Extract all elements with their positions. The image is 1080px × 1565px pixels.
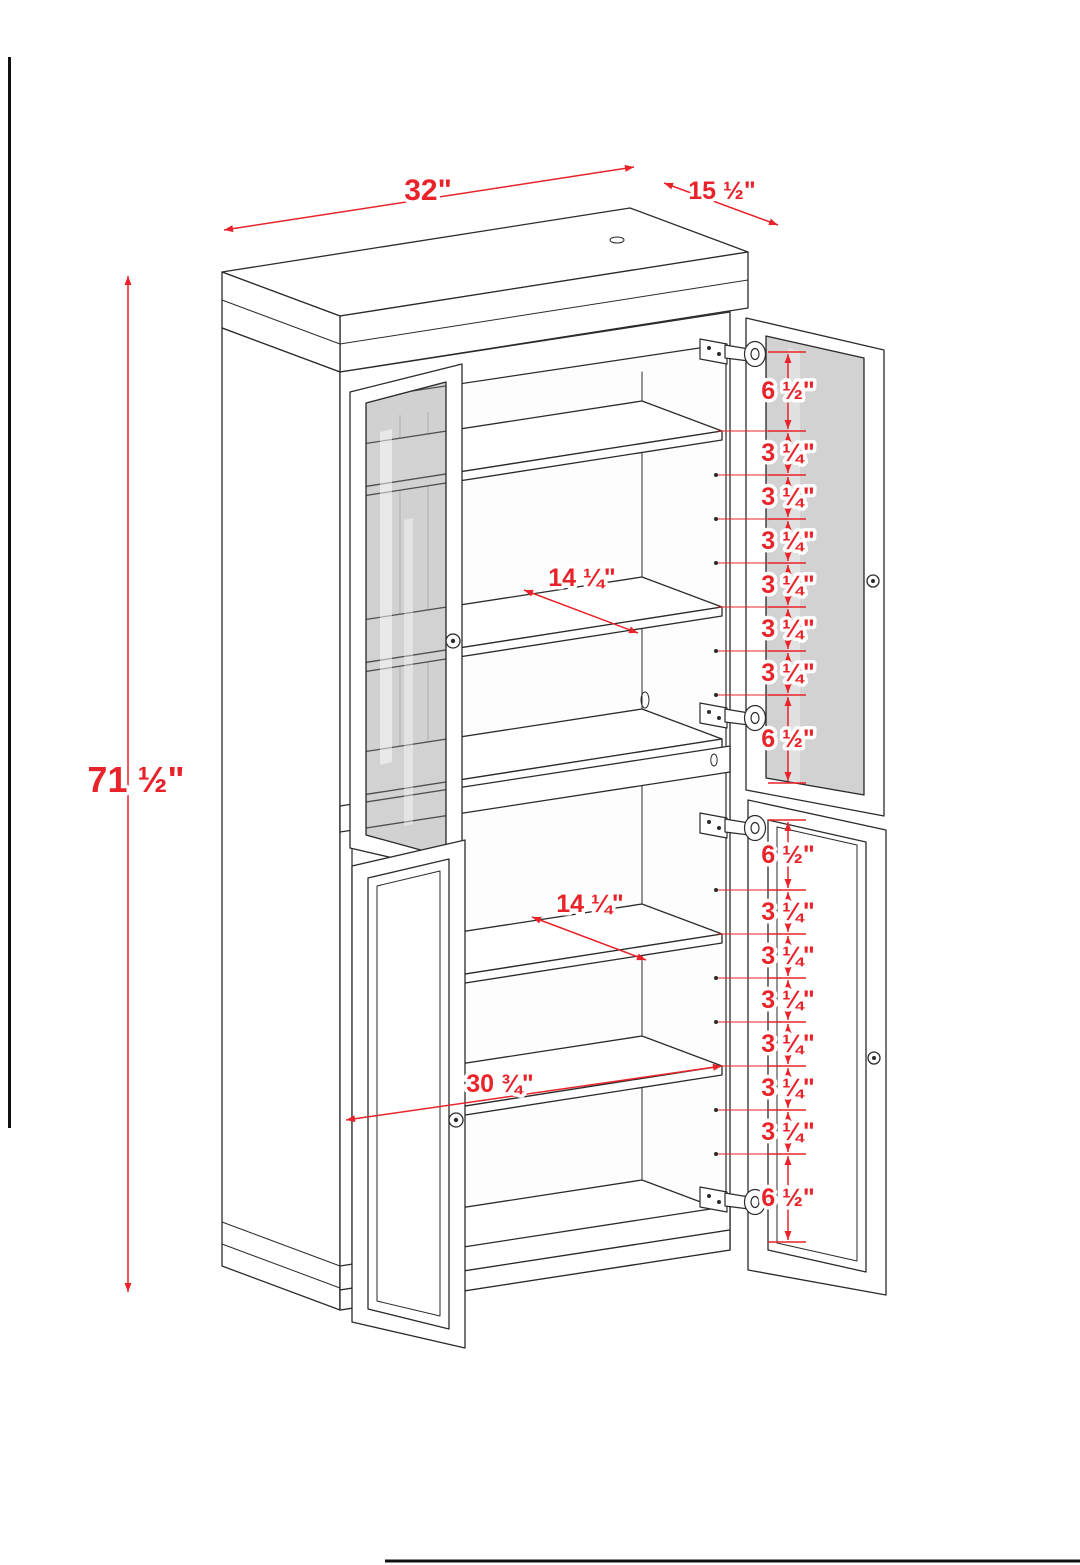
- spacing-label: 3 ¼": [761, 1118, 815, 1146]
- spacing-label: 3 ¼": [761, 483, 815, 511]
- lower-shelf-depth-label: 14 ¼": [556, 890, 623, 918]
- spacing-label: 3 ¼": [761, 659, 815, 687]
- page-borders: [8, 57, 1080, 1563]
- spacing-label: 3 ¼": [761, 571, 815, 599]
- width-dimension: 32": [223, 164, 635, 233]
- spacing-label: 3 ¼": [761, 1074, 815, 1102]
- upper-shelf-depth-dimension: 14 ¼": [523, 561, 639, 634]
- door-panel: [367, 858, 450, 1330]
- spacing-label: 6 ½": [761, 841, 815, 869]
- spacing-label: 6 ½": [761, 377, 815, 405]
- rail-cam-hole: [710, 753, 718, 767]
- upper-left-glass-door: [349, 363, 463, 875]
- lower-spacing-chain: 6 ½" 3 ¼" 3 ¼" 3 ¼" 3 ¼" 3 ¼" 3 ¼" 6 ½": [718, 819, 818, 1243]
- spacing-label: 3 ¼": [761, 986, 815, 1014]
- lower-left-panel-door: [351, 839, 466, 1349]
- cable-hole: [640, 691, 650, 709]
- door-frame: [351, 839, 466, 1349]
- lower-right-panel-door: [747, 799, 887, 1296]
- interior-width-label: 30 ¾": [466, 1070, 533, 1098]
- spacing-label: 3 ¼": [761, 527, 815, 555]
- lower-shelf-depth-dimension: 14 ¼": [531, 887, 647, 961]
- height-dimension: 71 ½": [84, 276, 188, 1292]
- upper-shelf-depth-label: 14 ¼": [548, 564, 615, 592]
- spacing-label: 3 ¼": [761, 439, 815, 467]
- spacing-label: 3 ¼": [761, 942, 815, 970]
- spacing-label: 3 ¼": [761, 1030, 815, 1058]
- depth-label: 15 ½": [688, 177, 755, 205]
- door-panel: [767, 819, 867, 1273]
- spacing-label: 3 ¼": [761, 898, 815, 926]
- upper-spacing-chain: 6 ½" 3 ¼" 3 ¼" 3 ¼" 3 ¼" 3 ¼" 3 ¼" 6 ½": [718, 351, 818, 784]
- crown-top: [221, 207, 749, 373]
- left-side-panel: [221, 327, 341, 1311]
- spacing-label: 3 ¼": [761, 615, 815, 643]
- depth-dimension: 15 ½": [663, 174, 779, 226]
- door-frame: [745, 317, 885, 817]
- glass-reflection: [380, 429, 392, 765]
- mid-rail: [339, 745, 731, 833]
- spacing-label: 6 ½": [761, 725, 815, 753]
- dimensions: 32" 15 ½" 71 ½" 14 ¼" 14 ¼" 30 ¾": [84, 164, 818, 1292]
- glass-reflection: [404, 518, 413, 826]
- height-label: 71 ½": [87, 759, 184, 800]
- width-label: 32": [404, 174, 452, 207]
- glass-reflection: [788, 348, 800, 786]
- interior-width-dimension: 30 ¾": [345, 1063, 723, 1123]
- crown-vent-hole: [609, 236, 625, 244]
- spacing-label: 6 ½": [761, 1184, 815, 1212]
- door-frame: [747, 799, 887, 1296]
